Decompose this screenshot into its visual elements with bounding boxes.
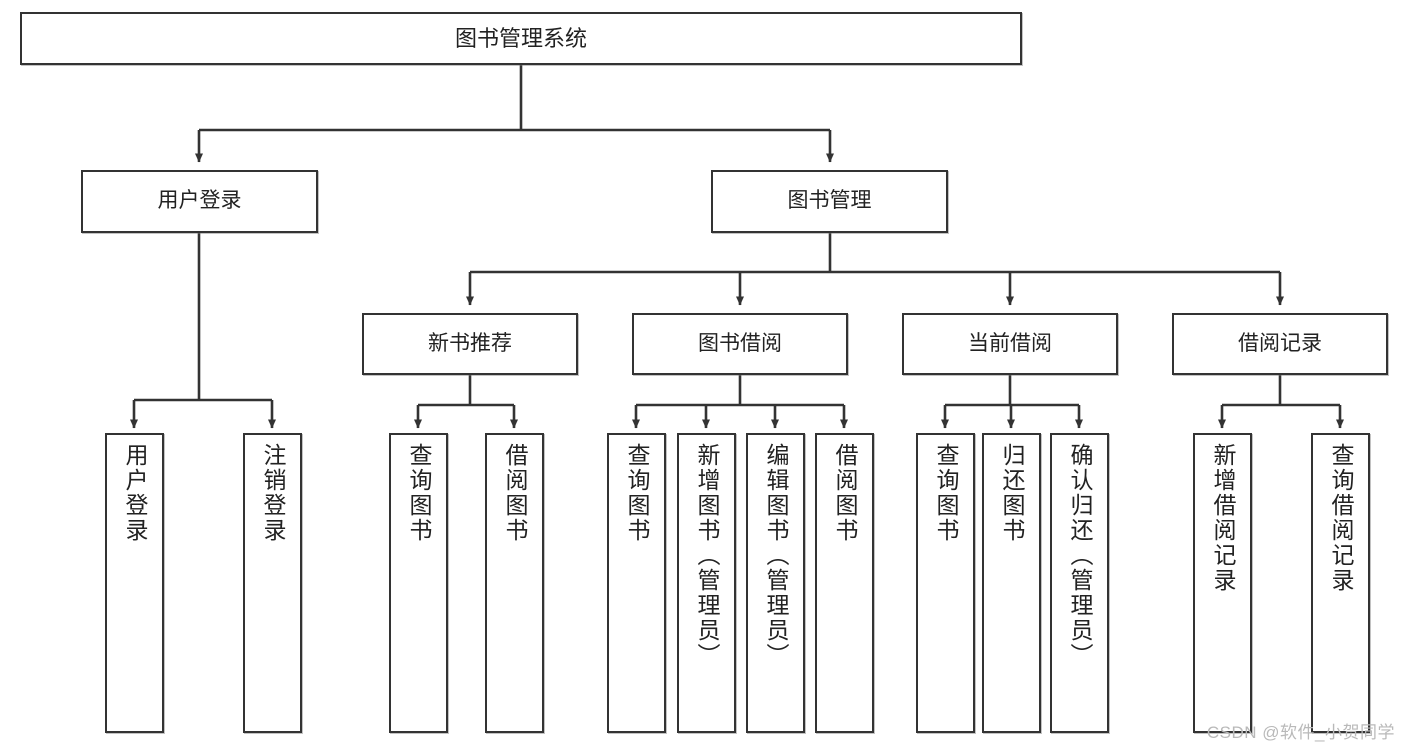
- leaf-confirm-return[interactable]: 确认归还（管理员）: [1050, 433, 1109, 733]
- node-book-borrow[interactable]: 图书借阅: [632, 313, 848, 375]
- node-label: 查询借阅记录: [1328, 443, 1354, 593]
- node-label: 新增借阅记录: [1210, 443, 1236, 593]
- node-label: 图书管理系统: [454, 25, 587, 51]
- node-label: 借阅图书: [502, 443, 528, 543]
- leaf-query-borrow-record[interactable]: 查询借阅记录: [1311, 433, 1370, 733]
- node-label: 用户登录: [122, 443, 148, 543]
- node-label: 用户登录: [157, 189, 242, 213]
- leaf-query-book-borrow[interactable]: 查询图书: [607, 433, 666, 733]
- node-borrow-record[interactable]: 借阅记录: [1172, 313, 1388, 375]
- node-user-login[interactable]: 用户登录: [81, 170, 318, 233]
- node-label: 查询图书: [624, 443, 650, 543]
- node-label: 当前借阅: [968, 331, 1052, 355]
- node-label: 归还图书: [999, 443, 1025, 543]
- leaf-user-login[interactable]: 用户登录: [105, 433, 164, 733]
- leaf-add-borrow-record[interactable]: 新增借阅记录: [1193, 433, 1252, 733]
- leaf-query-book-recommend[interactable]: 查询图书: [389, 433, 448, 733]
- node-label: 新书推荐: [428, 331, 512, 355]
- watermark-text: CSDN @软件_小贺同学: [1206, 723, 1395, 742]
- node-current-borrow[interactable]: 当前借阅: [902, 313, 1118, 375]
- node-new-book-recommend[interactable]: 新书推荐: [362, 313, 578, 375]
- leaf-borrow-book-recommend[interactable]: 借阅图书: [485, 433, 544, 733]
- node-label: 图书管理: [787, 189, 872, 213]
- node-label: 编辑图书（管理员）: [763, 443, 789, 668]
- leaf-borrow-book[interactable]: 借阅图书: [815, 433, 874, 733]
- node-label: 图书借阅: [698, 331, 782, 355]
- node-root-system[interactable]: 图书管理系统: [20, 12, 1022, 65]
- node-label: 查询图书: [933, 443, 959, 543]
- leaf-edit-book[interactable]: 编辑图书（管理员）: [746, 433, 805, 733]
- node-label: 注销登录: [260, 443, 286, 543]
- leaf-add-book[interactable]: 新增图书（管理员）: [677, 433, 736, 733]
- node-label: 查询图书: [406, 443, 432, 543]
- leaf-user-logout[interactable]: 注销登录: [243, 433, 302, 733]
- node-label: 新增图书（管理员）: [694, 443, 720, 668]
- node-label: 借阅记录: [1238, 331, 1322, 355]
- node-label: 确认归还（管理员）: [1067, 443, 1093, 668]
- node-label: 借阅图书: [832, 443, 858, 543]
- leaf-query-book-current[interactable]: 查询图书: [916, 433, 975, 733]
- leaf-return-book[interactable]: 归还图书: [982, 433, 1041, 733]
- node-book-manage[interactable]: 图书管理: [711, 170, 948, 233]
